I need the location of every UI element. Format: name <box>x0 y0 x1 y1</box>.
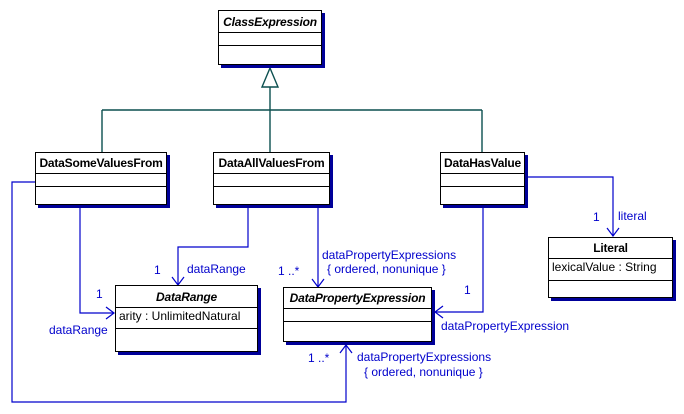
attributes-compartment <box>441 174 524 187</box>
operations-compartment <box>441 187 524 204</box>
attributes-compartment <box>36 174 166 187</box>
label-constraint-allvalues-dpe: { ordered, nonunique } <box>327 262 446 276</box>
operations-compartment <box>549 281 672 297</box>
class-name: DataPropertyExpression <box>284 288 431 309</box>
arrowhead-somevalues-to-dpe <box>339 344 353 354</box>
class-box-class-expression[interactable]: ClassExpression <box>218 10 322 65</box>
attributes-compartment: arity : UnlimitedNatural <box>116 308 257 329</box>
attributes-compartment <box>219 33 321 46</box>
arrowhead-hasvalue-to-literal <box>606 227 620 237</box>
generalization-edges <box>101 66 483 152</box>
operations-compartment <box>36 187 166 204</box>
operations-compartment <box>284 322 431 341</box>
edge-hasvalue-to-dpe <box>435 205 484 313</box>
generalization-tree <box>101 87 483 152</box>
class-box-data-property-expression[interactable]: DataPropertyExpression <box>283 287 432 342</box>
label-role-allvalues-datarange: dataRange <box>187 262 246 276</box>
class-name: DataHasValue <box>441 153 524 174</box>
generalization-triangle-arrowhead <box>260 66 280 88</box>
arrowhead-hasvalue-to-dpe <box>434 305 444 319</box>
class-name: Literal <box>549 238 672 259</box>
operations-compartment <box>214 187 329 204</box>
class-box-data-some-values-from[interactable]: DataSomeValuesFrom <box>35 152 167 205</box>
label-multiplicity-allvalues-dpe: 1 ..* <box>278 264 300 278</box>
attributes-compartment: lexicalValue : String <box>549 259 672 281</box>
attribute-text: arity : UnlimitedNatural <box>119 309 241 323</box>
class-name: DataAllValuesFrom <box>214 153 329 174</box>
label-multiplicity-allvalues-datarange: 1 <box>154 263 161 277</box>
attributes-compartment <box>214 174 329 187</box>
edge-somevalues-to-dpe <box>11 181 347 403</box>
class-name: DataRange <box>116 286 257 308</box>
association-edges <box>11 176 620 403</box>
attribute-text: lexicalValue : String <box>552 260 657 274</box>
label-multiplicity-hasvalue-dpe: 1 <box>464 283 471 297</box>
edge-hasvalue-to-literal <box>524 176 614 235</box>
label-multiplicity-somevalues-dpe: 1 ..* <box>308 351 330 365</box>
class-name: ClassExpression <box>219 11 321 33</box>
label-role-somevalues-datarange: dataRange <box>49 323 108 337</box>
edge-somevalues-to-datarange <box>79 205 114 314</box>
label-constraint-somevalues-dpe: { ordered, nonunique } <box>364 365 483 379</box>
label-multiplicity-hasvalue-literal: 1 <box>593 210 600 224</box>
label-role-hasvalue-dpe: dataPropertyExpression <box>441 319 570 333</box>
label-role-allvalues-dpe: dataPropertyExpressions <box>322 248 457 262</box>
class-box-data-range[interactable]: DataRange arity : UnlimitedNatural <box>115 285 258 352</box>
label-role-hasvalue-literal: literal <box>618 209 647 223</box>
class-name: DataSomeValuesFrom <box>36 153 166 174</box>
class-box-data-has-value[interactable]: DataHasValue <box>440 152 525 205</box>
arrowhead-somevalues-to-datarange <box>105 306 115 320</box>
class-box-literal[interactable]: Literal lexicalValue : String <box>548 237 673 298</box>
operations-compartment <box>219 46 321 64</box>
edge-allvalues-to-datarange <box>177 205 249 284</box>
class-box-data-all-values-from[interactable]: DataAllValuesFrom <box>213 152 330 205</box>
operations-compartment <box>116 329 257 351</box>
label-multiplicity-somevalues-datarange: 1 <box>96 287 103 301</box>
label-role-somevalues-dpe: dataPropertyExpressions <box>357 350 492 364</box>
attributes-compartment <box>284 309 431 322</box>
